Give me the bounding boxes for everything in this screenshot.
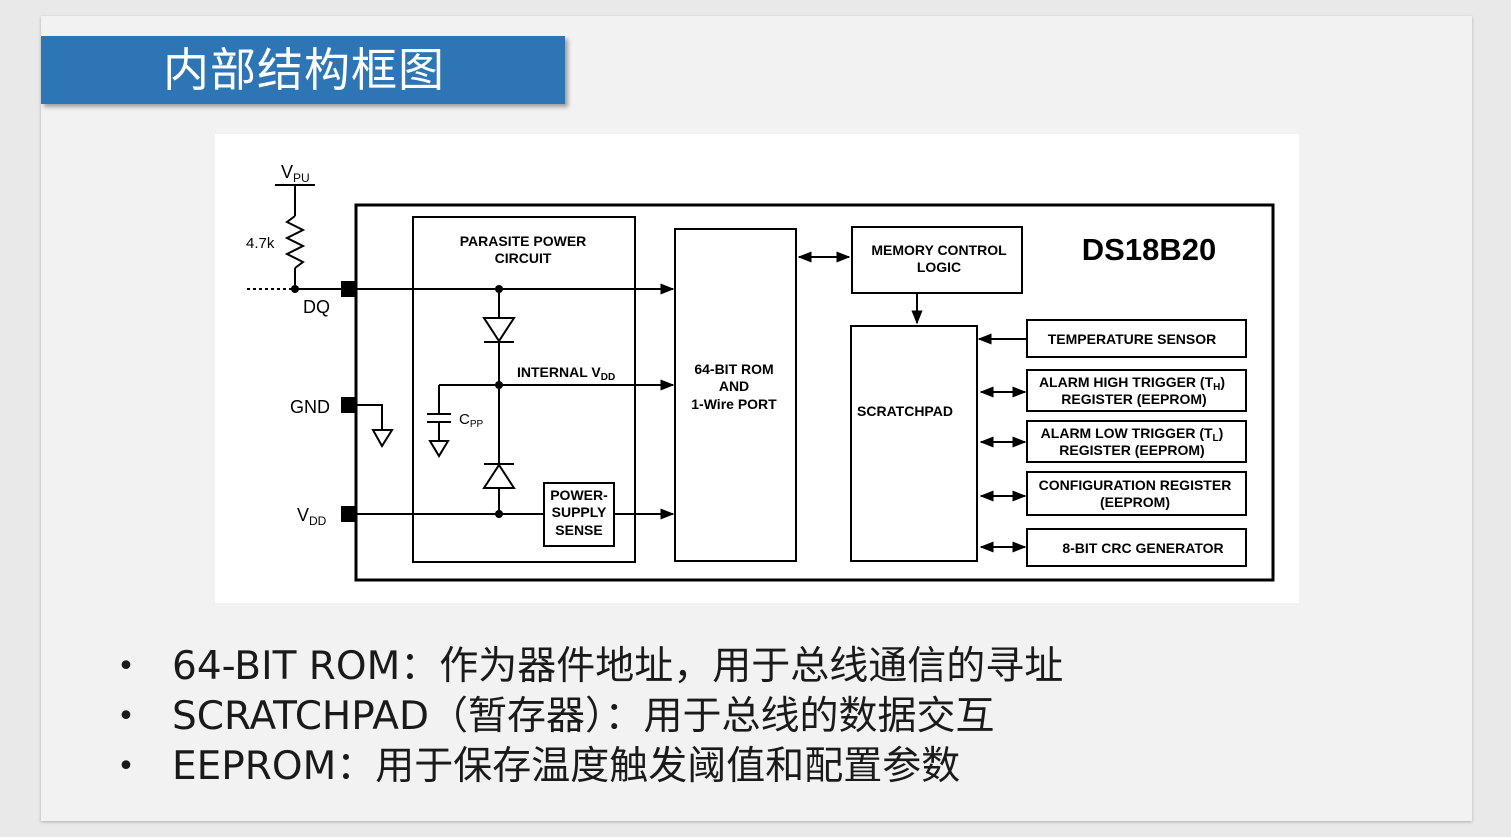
alarm-high-box: [1026, 369, 1247, 412]
gnd-label: GND: [290, 397, 330, 417]
gnd-pin: [341, 397, 356, 413]
slide-title: 内部结构框图: [163, 43, 445, 97]
block-diagram-svg: VPU 4.7k DQ GND VDD PARASITE POWER CIRCU…: [246, 162, 1275, 582]
alarm-low-label-1: ALARM LOW TRIGGER (TL): [1041, 425, 1224, 444]
crc-label: 8-BIT CRC GENERATOR: [1062, 540, 1223, 556]
config-register-box: [1026, 471, 1247, 516]
bullet-dot: •: [117, 699, 135, 734]
chip-outline: [354, 203, 1275, 582]
junction-dot: [495, 381, 503, 389]
dq-pin: [341, 281, 356, 297]
chip-name: DS18B20: [1082, 232, 1216, 267]
alarm-high-label-2: REGISTER (EEPROM): [1061, 391, 1206, 407]
parasite-label-2: CIRCUIT: [495, 250, 552, 266]
bullet-text: 64-BIT ROM：作为器件地址，用于总线通信的寻址: [172, 644, 1064, 689]
bullet-text: EEPROM：用于保存温度触发阈值和配置参数: [172, 744, 961, 789]
config-label-2: (EEPROM): [1100, 494, 1170, 510]
memctl-label-1: MEMORY CONTROL: [871, 242, 1007, 258]
cpp-label: CPP: [459, 411, 484, 430]
rom-label-2: AND: [719, 378, 749, 394]
parasite-label-1: PARASITE POWER: [460, 233, 587, 249]
psu-label-1: POWER-: [550, 487, 608, 503]
rom-label-1: 64-BIT ROM: [694, 361, 773, 377]
vdd-pin: [341, 506, 356, 522]
scratchpad-label: SCRATCHPAD: [857, 403, 953, 419]
psu-label-2: SUPPLY: [552, 504, 607, 520]
cap-gnd-symbol: [428, 440, 450, 458]
alarm-high-label-1: ALARM HIGH TRIGGER (TH): [1039, 374, 1225, 393]
scratchpad-box: [850, 325, 978, 562]
memory-control-box: [851, 226, 1023, 294]
alarm-low-label-2: REGISTER (EEPROM): [1059, 442, 1204, 458]
dq-label: DQ: [303, 297, 330, 317]
psu-label-3: SENSE: [555, 522, 602, 538]
bullet-text: SCRATCHPAD（暂存器）：用于总线的数据交互: [172, 694, 995, 739]
bullet-dot: •: [117, 649, 135, 684]
vdd-label: VDD: [297, 505, 327, 528]
gnd-wire: [356, 404, 383, 429]
vpu-label: VPU: [281, 162, 310, 185]
alarm-low-box: [1026, 420, 1247, 463]
memctl-label-2: LOGIC: [917, 259, 961, 275]
diode-upper: [482, 317, 516, 343]
rom-box: [674, 228, 797, 562]
resistor-label: 4.7k: [246, 235, 275, 252]
internal-vdd-label: INTERNAL VDD: [517, 364, 615, 383]
diode-lower: [482, 463, 516, 489]
junction-dot: [495, 510, 503, 518]
rom-label-3: 1-Wire PORT: [691, 396, 777, 412]
title-bar: 内部结构框图: [41, 36, 565, 104]
block-diagram: VPU 4.7k DQ GND VDD PARASITE POWER CIRCU…: [215, 134, 1299, 603]
config-label-1: CONFIGURATION REGISTER: [1039, 477, 1232, 493]
bullet-dot: •: [117, 749, 135, 784]
temp-sensor-label: TEMPERATURE SENSOR: [1048, 331, 1217, 347]
parasite-power-box: [412, 216, 636, 563]
resistor-symbol: [284, 215, 306, 269]
crc-generator-box: [1026, 528, 1247, 567]
gnd-symbol: [371, 429, 394, 448]
